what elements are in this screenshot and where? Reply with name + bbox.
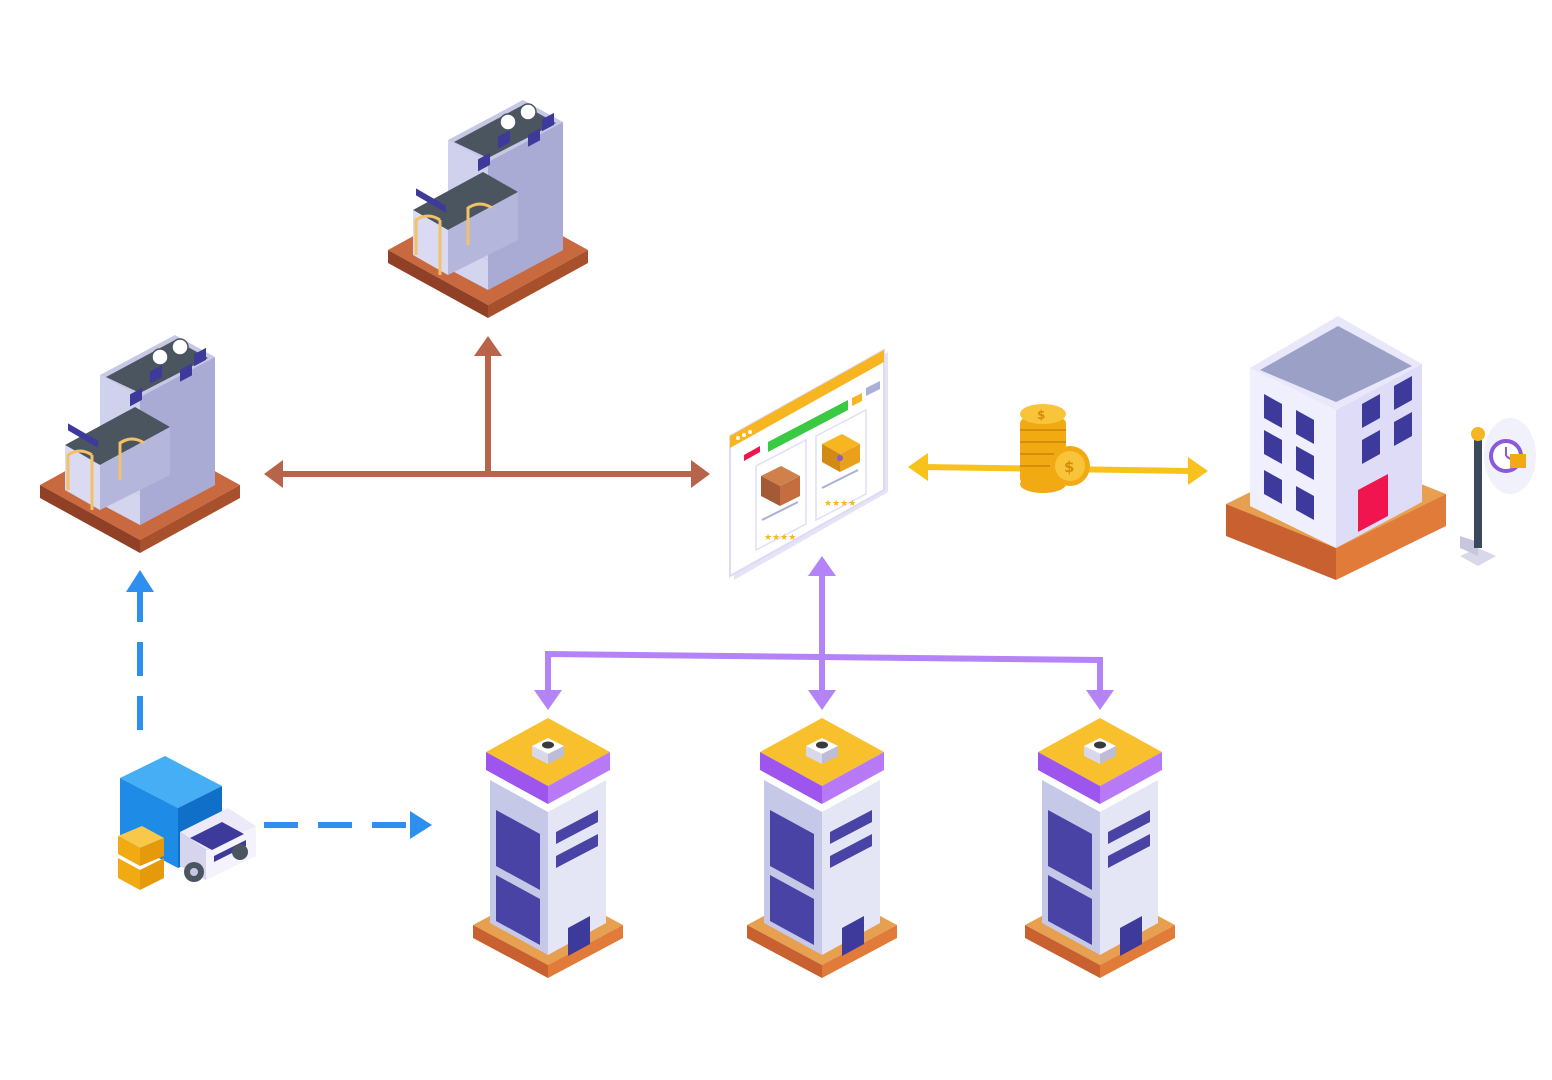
svg-text:★★★★: ★★★★ [824,499,856,509]
svg-text:$: $ [1064,458,1074,476]
svg-text:$: $ [1037,408,1045,422]
factory-icon [386,98,590,320]
retail-store-icon [1025,718,1175,978]
coin-stack-icon: $ $ [1020,404,1090,493]
office-building-icon [1226,316,1446,580]
retail-store-icon [473,718,623,978]
delivery-truck-icon [118,756,256,890]
clock-sign-icon [1460,418,1536,566]
logistics-connector [126,570,432,839]
retail-store-icon [747,718,897,978]
supply-connector [264,336,710,488]
distribution-connector [534,556,1114,710]
browser-window-icon: ★★★★ ★★★★ [729,348,888,580]
factory-icon [38,333,242,555]
svg-text:★★★★: ★★★★ [764,533,796,543]
